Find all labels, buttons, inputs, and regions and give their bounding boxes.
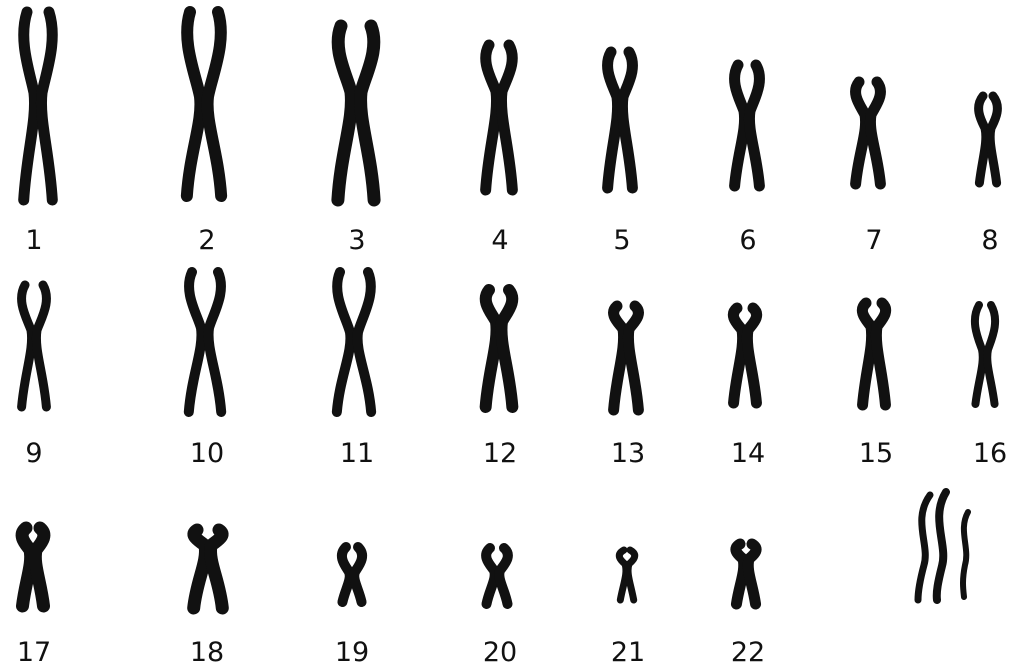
chromosome-9-label: 9 [25, 438, 42, 469]
chromatid-20-left [486, 548, 495, 604]
chromatid-7-left [856, 82, 866, 184]
chromosome-1-pair [24, 12, 53, 200]
chromosome-21-label: 21 [611, 637, 645, 668]
chromosome-8-label: 8 [981, 225, 998, 256]
chromatid-17-right [35, 528, 44, 606]
chromatid-7-right [870, 82, 880, 184]
chromosome-19-pair [342, 547, 362, 602]
chromatid-5-right [622, 52, 632, 188]
chromatid-16-left [975, 305, 983, 404]
chromosome-15-label: 15 [859, 438, 893, 469]
chromosome-18-pair [194, 530, 223, 608]
chromatid-11-left [337, 272, 351, 412]
chromatid-1-right [41, 12, 52, 200]
chromatid-15-left [862, 303, 871, 405]
chromatid-4-left [486, 45, 497, 190]
chromatid-10-right [209, 272, 222, 412]
chromatid-3-right [361, 26, 375, 200]
chromosome-20-label: 20 [483, 637, 517, 668]
chromatid-1-left [24, 12, 35, 200]
chromosome-10-label: 10 [190, 438, 224, 469]
chromosome-9-pair [22, 285, 47, 407]
chromosome-20-pair [486, 548, 508, 604]
chromosome-3-label: 3 [348, 225, 365, 256]
chromosome-5-pair [608, 52, 633, 188]
chromosome-14-label: 14 [731, 438, 765, 469]
chromosome-pairs [22, 12, 998, 608]
chromatid-21-right [628, 550, 635, 600]
chromosome-21-pair [619, 550, 634, 600]
chromatid-19-right [354, 547, 362, 602]
chromatid-6-left [735, 65, 745, 186]
chromosome-17-pair [22, 528, 44, 606]
chromosome-4-pair [486, 45, 513, 190]
chromatid-3-left [338, 26, 352, 200]
chromosome-7-pair [856, 82, 881, 184]
chromatid-14-right [747, 308, 756, 403]
chromatid-9-left [22, 285, 32, 407]
chromosome-2-pair [187, 12, 221, 196]
chromosome-18-label: 18 [190, 637, 224, 668]
chromatid-5-left [608, 52, 618, 188]
chromosome-12-label: 12 [483, 438, 517, 469]
chromosome-6-label: 6 [739, 225, 756, 256]
chromosome-7-label: 7 [865, 225, 882, 256]
chromatid-13-left [614, 306, 624, 410]
chromatid-9-right [36, 285, 46, 407]
chromosome-19-label: 19 [335, 637, 369, 668]
sex-chromosome-strand-3 [963, 512, 968, 597]
chromatid-12-right [501, 290, 512, 407]
chromosome-13-pair [614, 306, 639, 410]
chromatid-10-left [189, 272, 202, 412]
chromosome-4-label: 4 [491, 225, 508, 256]
chromatid-19-left [342, 547, 350, 602]
chromosome-13-label: 13 [611, 438, 645, 469]
chromatid-2-right [208, 12, 222, 196]
chromatid-18-left [194, 530, 206, 608]
chromatid-17-left [22, 528, 31, 606]
chromosome-22-label: 22 [731, 637, 765, 668]
chromatid-16-right [987, 305, 995, 404]
chromosome-16-pair [975, 305, 995, 404]
chromosome-11-label: 11 [340, 438, 374, 469]
chromatid-22-right [748, 544, 756, 604]
chromatid-8-left [979, 96, 986, 183]
chromosome-11-pair [337, 272, 371, 412]
chromatid-6-right [749, 65, 759, 186]
sex-chromosome-strand-1 [918, 495, 930, 600]
chromatid-13-right [628, 306, 638, 410]
chromatid-11-right [358, 272, 372, 412]
chromatid-4-right [501, 45, 512, 190]
chromosome-10-pair [189, 272, 221, 412]
chromosome-12-pair [486, 290, 513, 407]
chromatid-8-right [990, 96, 997, 183]
chromosome-8-pair [979, 96, 998, 183]
chromosome-17-label: 17 [17, 637, 51, 668]
chromatid-18-right [210, 530, 222, 608]
chromatid-12-left [486, 290, 497, 407]
chromatid-20-right [499, 548, 508, 604]
sex-chromosome-strand-2 [937, 492, 946, 600]
chromosome-1-label: 1 [25, 225, 42, 256]
sex-chromosomes [918, 492, 968, 600]
chromatid-2-left [187, 12, 201, 196]
chromosome-6-pair [735, 65, 760, 186]
chromosome-2-label: 2 [198, 225, 215, 256]
chromosome-22-pair [736, 544, 756, 604]
chromosome-5-label: 5 [613, 225, 630, 256]
chromosome-16-label: 16 [973, 438, 1007, 469]
chromosome-3-pair [338, 26, 374, 200]
chromatid-14-left [733, 308, 742, 403]
chromatid-22-left [736, 544, 744, 604]
chromatid-15-right [876, 303, 885, 405]
chromosome-14-pair [733, 308, 756, 403]
chromosome-15-pair [862, 303, 885, 405]
